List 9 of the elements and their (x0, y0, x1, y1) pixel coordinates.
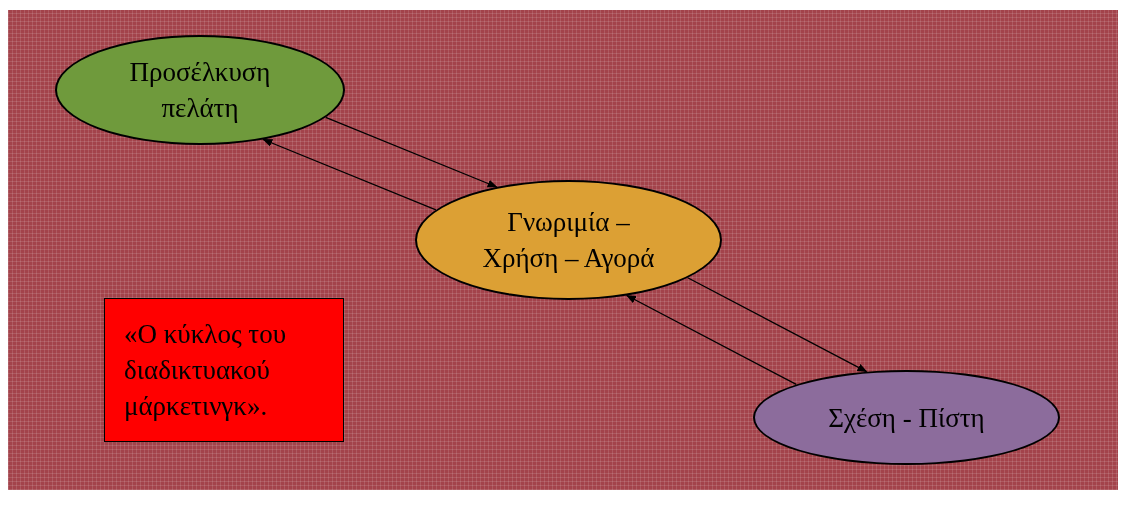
node-label: «Ο κύκλος του διαδικτυακού μάρκετινγκ». (124, 318, 288, 423)
arrow (262, 138, 437, 211)
arrow (625, 294, 797, 386)
node-label: Σχέση - Πίστη (827, 401, 986, 435)
node-label: Γνωριμία – Χρήση – Αγορά (481, 206, 656, 275)
arrow (687, 277, 868, 373)
title-box (104, 298, 344, 442)
node-label: Προσέλκυση πελάτη (128, 56, 272, 125)
arrow (325, 116, 498, 188)
